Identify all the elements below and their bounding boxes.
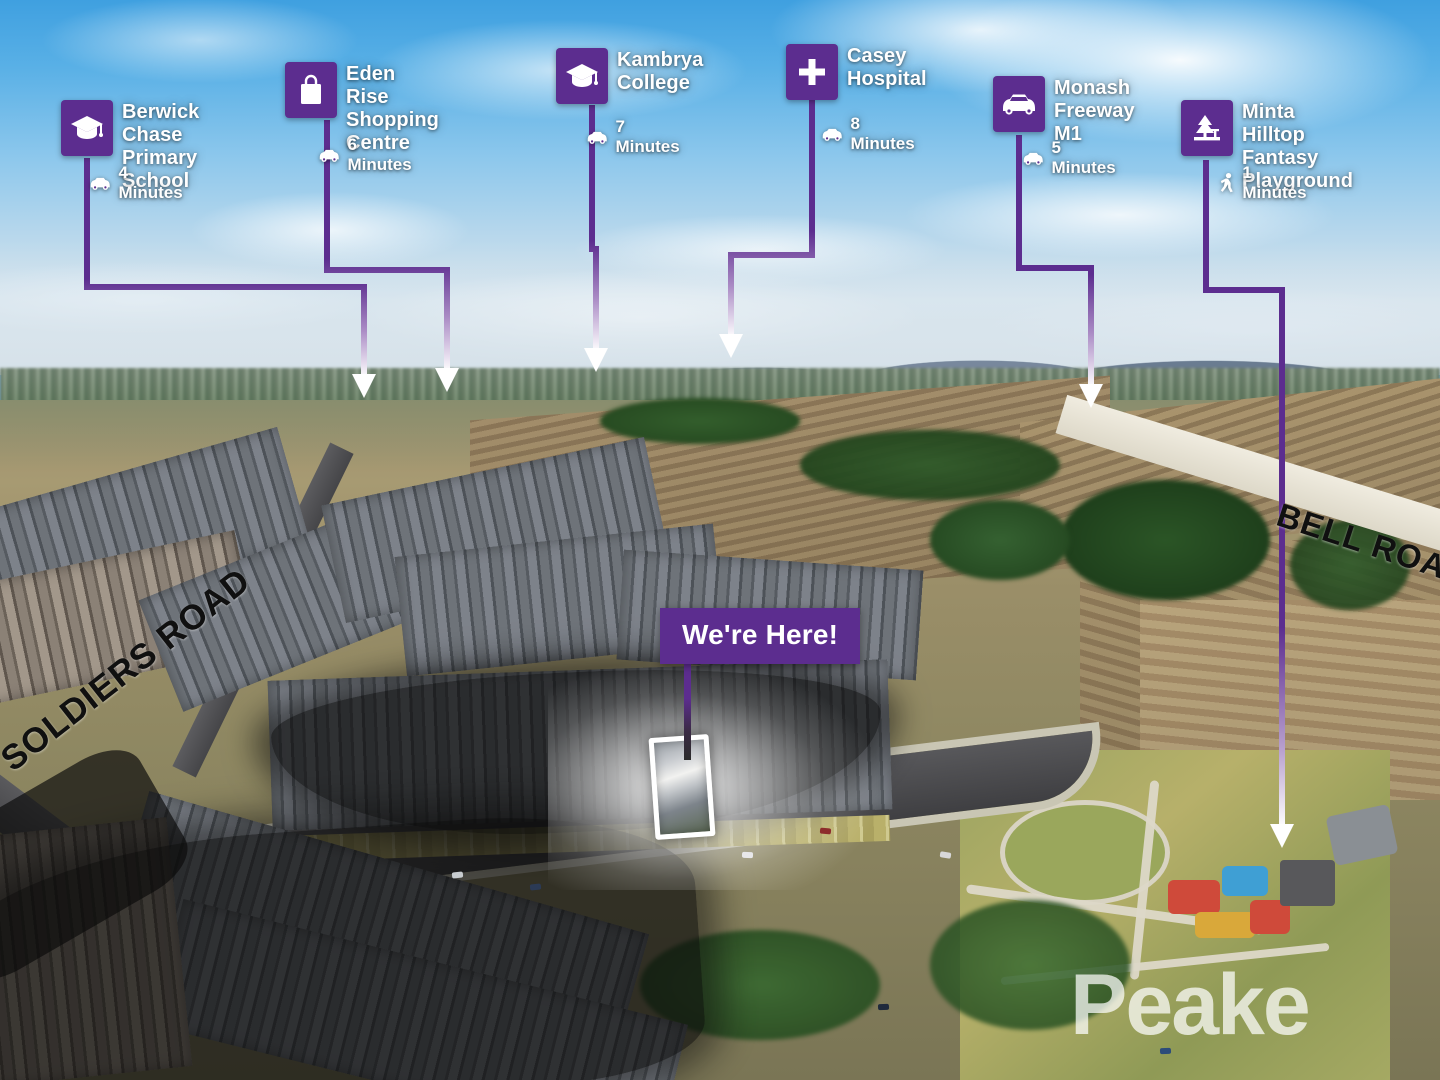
callout-time-text: 6 Minutes	[347, 135, 412, 174]
highlighted-property-lot[interactable]	[648, 734, 716, 840]
car-icon	[993, 76, 1045, 132]
car-icon	[587, 131, 607, 144]
callout-time-text: 5 Minutes	[1051, 138, 1116, 177]
playground-structure	[1195, 912, 1255, 938]
graduation-cap-icon	[556, 48, 608, 104]
graduation-cap-icon	[61, 100, 113, 156]
callout-title: Minta Hilltop Fantasy Playground	[1242, 101, 1354, 192]
vehicle	[451, 871, 464, 879]
shopping-bag-icon	[285, 62, 337, 118]
playground-shelter	[1280, 860, 1335, 906]
playground-structure	[1222, 866, 1268, 896]
callout-title: Kambrya College	[617, 49, 704, 94]
callout-time-text: 7 Minutes	[615, 117, 680, 156]
callout-travel-time: 4 Minutes	[89, 163, 186, 203]
vehicle	[741, 851, 754, 859]
car-icon	[822, 128, 842, 141]
car-icon	[319, 149, 339, 162]
callout-time-text: 1 Minutes	[1242, 163, 1307, 202]
callout-time-text: 4 Minutes	[118, 163, 183, 202]
callout-travel-time: 6 Minutes	[318, 135, 415, 175]
walking-person-icon	[1220, 173, 1233, 193]
callout-travel-time: 5 Minutes	[1022, 138, 1119, 178]
park-oval-path	[1000, 800, 1170, 905]
tree-park-icon	[1181, 100, 1233, 156]
callout-time-text: 8 Minutes	[850, 114, 915, 153]
here-marker-stem	[684, 664, 691, 760]
callout-travel-time: 1 Minutes	[1220, 163, 1309, 203]
playground-structure	[1168, 880, 1220, 914]
vehicle	[877, 1003, 890, 1011]
vehicle	[529, 883, 542, 891]
car-icon	[90, 177, 110, 190]
vehicle	[1159, 1047, 1172, 1055]
callout-title: Casey Hospital	[847, 45, 927, 90]
tree-belt	[600, 398, 800, 444]
tree-belt	[930, 500, 1070, 580]
callout-title: Berwick Chase Primary School	[122, 101, 200, 192]
medical-cross-icon	[786, 44, 838, 100]
callout-title: Monash Freeway M1	[1054, 77, 1135, 145]
tree-belt	[930, 900, 1130, 1030]
car-icon	[1023, 152, 1043, 165]
callout-title: Eden Rise Shopping Centre	[346, 63, 439, 154]
tree-belt	[800, 430, 1060, 500]
callout-travel-time: 8 Minutes	[821, 114, 918, 154]
here-marker-badge[interactable]: We're Here!	[660, 608, 861, 664]
callout-travel-time: 7 Minutes	[586, 117, 683, 157]
vehicle	[819, 827, 832, 835]
tree-belt	[1060, 480, 1270, 600]
